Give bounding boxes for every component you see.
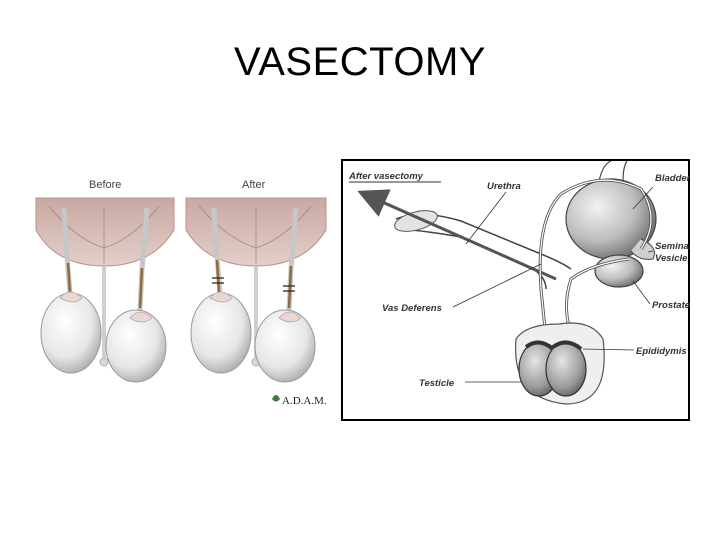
label-testicle: Testicle: [419, 378, 455, 389]
adam-credit: A.D.A.M.: [272, 395, 327, 407]
leader-epididymis: [582, 348, 635, 351]
panel-before-label: Before: [89, 179, 121, 191]
slide-title: VASECTOMY: [234, 40, 486, 84]
after-left-epididymis: [209, 291, 233, 303]
ureters: [598, 160, 628, 182]
leader-prostate: [632, 280, 651, 305]
after-right-epididymis: [278, 311, 302, 323]
before-right-epididymis: [129, 311, 153, 323]
before-urethra-tip: [99, 357, 109, 367]
after-panel: [185, 197, 327, 383]
before-left-vas-segment: [66, 262, 72, 294]
before-left-testicle: [40, 292, 102, 374]
after-vasectomy-diagram: After vasectomy Urethra Bladder: [341, 159, 692, 421]
seminal-vesicle-shape: [630, 238, 655, 260]
after-vasectomy-svg: After vasectomy Urethra Bladder: [341, 159, 692, 421]
after-right-testicle: [254, 309, 316, 383]
label-seminal: Seminal: [655, 241, 690, 252]
epididymis-left: [524, 340, 555, 351]
label-epididymis: Epididymis: [636, 346, 687, 357]
panel-after-label: After: [242, 179, 266, 191]
adam-leaf-icon: [272, 395, 280, 402]
urethra-flow-arrow: [357, 189, 557, 281]
label-vesicle: Vesicle: [655, 253, 688, 264]
epididymis-right: [551, 340, 583, 351]
before-right-testicle: [105, 309, 167, 383]
before-left-epididymis: [59, 291, 83, 303]
after-right-vas-segment: [287, 265, 293, 309]
before-after-illustration: Before After: [34, 168, 332, 418]
leader-urethra: [465, 191, 507, 245]
label-bladder: Bladder: [655, 173, 690, 184]
label-vas-deferens: Vas Deferens: [382, 303, 442, 314]
vas-deferens-left-core: [539, 179, 652, 340]
before-after-svg: Before After: [35, 179, 327, 407]
after-left-testicle: [190, 292, 252, 374]
adam-credit-text: A.D.A.M.: [282, 395, 327, 407]
after-bladder-folds: [198, 205, 312, 263]
after-left-vas-segment: [215, 259, 221, 294]
before-bladder-prostate: [35, 197, 175, 267]
label-prostate: Prostate: [652, 300, 690, 311]
glans: [394, 210, 438, 232]
vas-deferens-right-core: [565, 258, 630, 340]
leader-bladder: [632, 186, 654, 210]
leader-seminal-vesicle: [647, 250, 654, 253]
before-panel: [35, 197, 175, 383]
before-right-vas-segment: [138, 267, 144, 309]
diagram-heading: After vasectomy: [348, 171, 424, 182]
label-urethra: Urethra: [487, 181, 521, 192]
after-ligation-marks: [212, 277, 295, 292]
before-right-vas: [137, 207, 150, 312]
before-bladder-folds: [48, 205, 160, 263]
leader-vas-deferens: [452, 263, 542, 308]
